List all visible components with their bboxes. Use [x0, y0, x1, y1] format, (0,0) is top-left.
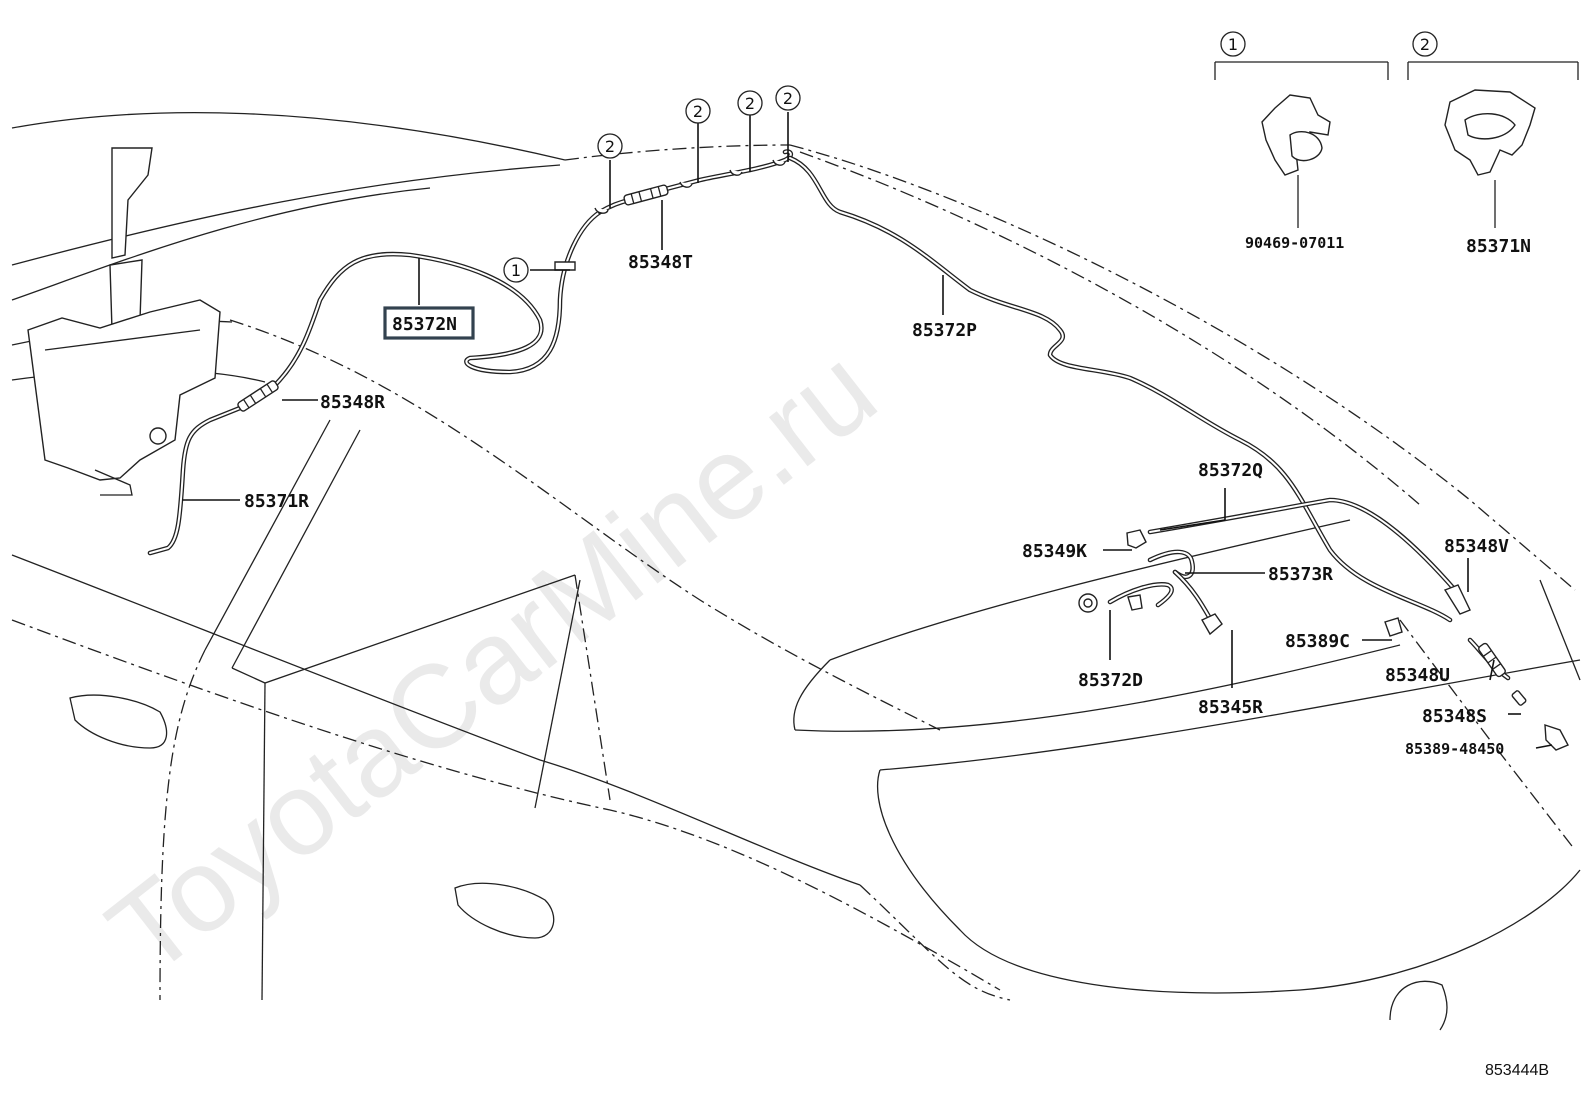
label-85348V[interactable]: 85348V: [1444, 536, 1509, 557]
part-85389C: [1384, 617, 1403, 637]
label-85348T[interactable]: 85348T: [628, 252, 693, 273]
label-85371R[interactable]: 85371R: [244, 491, 309, 512]
part-85348V: [1443, 584, 1471, 615]
car-body-outline: [11, 111, 1581, 1031]
label-85372D[interactable]: 85372D: [1078, 670, 1143, 691]
joint-85348U: [1478, 642, 1506, 678]
callout-1-inset: 1: [1220, 31, 1246, 57]
clip-inset: [1214, 61, 1579, 228]
label-85348R[interactable]: 85348R: [320, 392, 385, 413]
watermark-text: ToyotaCarMine.ru: [85, 323, 900, 1000]
callout-2-c: 2: [737, 90, 763, 116]
joint-85348T: [623, 184, 669, 206]
label-85348U[interactable]: 85348U: [1385, 665, 1450, 686]
part-85345R: [1201, 613, 1223, 636]
callout-2-inset: 2: [1412, 31, 1438, 57]
part-labels[interactable]: 85372N 85348T 85372P 85348R 85371R 90469…: [244, 234, 1531, 758]
svg-text:2: 2: [783, 89, 793, 108]
label-85372Q[interactable]: 85372Q: [1198, 460, 1263, 481]
label-85373R[interactable]: 85373R: [1268, 564, 1333, 585]
label-85345R[interactable]: 85345R: [1198, 697, 1263, 718]
washer-tank: [27, 147, 221, 496]
svg-text:2: 2: [605, 137, 615, 156]
clip-90469-drawing: [1261, 94, 1331, 228]
part-85348S: [1511, 690, 1527, 706]
svg-text:1: 1: [511, 261, 521, 280]
svg-text:2: 2: [745, 94, 755, 113]
joint-85348R: [237, 380, 279, 412]
label-85371N[interactable]: 85371N: [1466, 236, 1531, 257]
connectors: [237, 159, 1569, 751]
callout-1-hood: 1: [503, 257, 529, 283]
label-85389C[interactable]: 85389C: [1285, 631, 1350, 652]
clip-85371N-drawing: [1444, 89, 1536, 228]
label-85389-48450[interactable]: 85389-48450: [1405, 740, 1504, 758]
label-85372P[interactable]: 85372P: [912, 320, 977, 341]
callout-2-b: 2: [685, 98, 711, 124]
svg-text:2: 2: [1420, 35, 1430, 54]
diagram-code: 853444B: [1485, 1062, 1549, 1079]
label-85348S[interactable]: 85348S: [1422, 706, 1487, 727]
highlight-box-85372N: [383, 306, 475, 340]
label-85372N[interactable]: 85372N: [392, 314, 457, 335]
svg-text:1: 1: [1228, 35, 1238, 54]
label-90469-07011[interactable]: 90469-07011: [1245, 234, 1344, 252]
label-85349K[interactable]: 85349K: [1022, 541, 1087, 562]
watermark: ToyotaCarMine.ru: [85, 323, 900, 1000]
leader-lines: [182, 112, 1553, 749]
svg-text:2: 2: [693, 102, 703, 121]
callout-2-d: 2: [775, 85, 801, 111]
part-85349K: [1126, 529, 1147, 549]
part-85389-48450: [1544, 724, 1569, 751]
callouts: 1 2 1 2 2 2 2: [503, 31, 1438, 283]
callout-2-a: 2: [597, 133, 623, 159]
